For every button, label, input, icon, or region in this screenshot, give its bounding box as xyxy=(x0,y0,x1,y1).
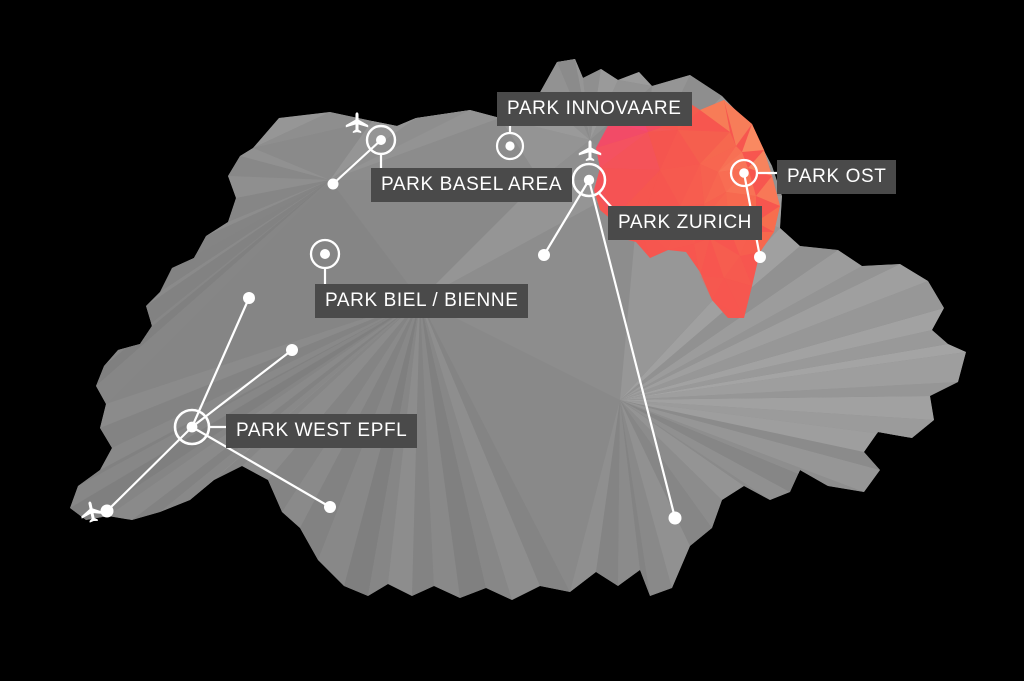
satellite-dot xyxy=(324,501,336,513)
label-park-west-epfl[interactable]: PARK WEST EPFL xyxy=(226,414,418,448)
satellite-dot xyxy=(754,251,766,263)
satellite-dot xyxy=(243,292,255,304)
label-park-innovaare[interactable]: PARK INNOVAARE xyxy=(497,92,692,126)
connector-zurich-2 xyxy=(587,178,677,520)
label-park-biel-bienne[interactable]: PARK BIEL / BIENNE xyxy=(315,284,529,318)
satellite-dot xyxy=(286,344,298,356)
marker-park-west-epfl[interactable] xyxy=(173,408,211,446)
connector-epfl-1 xyxy=(190,296,251,429)
label-park-basel-area[interactable]: PARK BASEL AREA xyxy=(371,168,573,202)
marker-park-ost[interactable] xyxy=(729,158,759,188)
airplane-icon xyxy=(75,496,108,529)
airplane-icon xyxy=(576,138,604,166)
marker-park-zurich[interactable] xyxy=(571,162,607,198)
satellite-dot xyxy=(100,504,114,518)
marker-park-basel-area[interactable] xyxy=(365,124,397,156)
marker-park-biel-bienne[interactable] xyxy=(309,238,341,270)
airplane-icon xyxy=(343,110,371,138)
connector-lines xyxy=(105,138,762,520)
marker-park-innovaare[interactable] xyxy=(495,131,525,161)
park-markers[interactable] xyxy=(173,124,759,446)
satellite-dot xyxy=(668,511,682,525)
connector-epfl-2 xyxy=(190,348,294,429)
satellite-dots xyxy=(100,178,766,525)
connector-zurich-1 xyxy=(542,178,591,257)
connector-epfl-4 xyxy=(105,425,194,513)
satellite-dot xyxy=(538,249,550,261)
satellite-dot xyxy=(327,178,339,190)
label-park-ost[interactable]: PARK OST xyxy=(777,160,897,194)
connector-epfl-3 xyxy=(190,425,332,509)
label-park-zurich[interactable]: PARK ZURICH xyxy=(608,206,762,240)
connector-basel-1 xyxy=(331,138,383,186)
